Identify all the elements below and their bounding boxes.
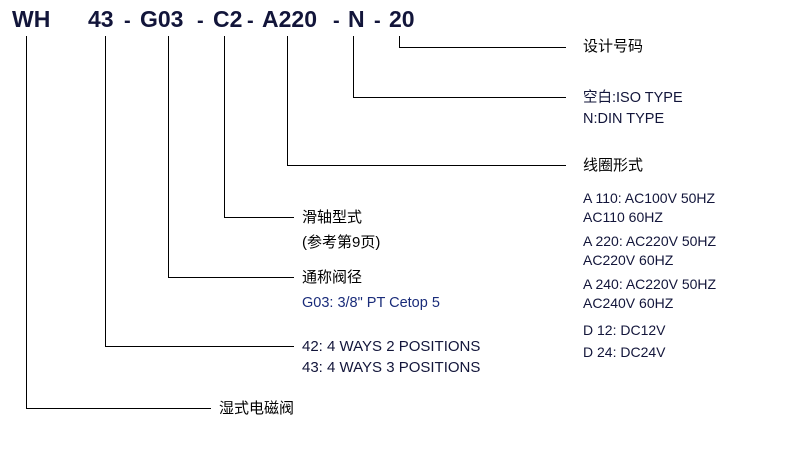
callout-bore-title: 通称阀径 [302, 269, 363, 286]
code-separator-2: - [197, 10, 204, 32]
leader-hline-ways [105, 346, 294, 347]
callout-coil-row-2: A 220: AC220V 50HZ [583, 233, 717, 249]
callout-coil-row-1: AC110 60HZ [583, 209, 663, 225]
leader-hline-coil [287, 165, 566, 166]
callout-coil-row-0: A 110: AC100V 50HZ [583, 190, 716, 206]
callout-design-number: 设计号码 [583, 38, 644, 55]
code-separator-3: - [247, 10, 254, 32]
callout-bore-value: G03: 3/8" PT Cetop 5 [302, 295, 440, 311]
code-part-wh: WH [12, 6, 51, 32]
callout-type-blank-iso: 空白:ISO TYPE [583, 90, 683, 106]
code-part-20: 20 [389, 6, 415, 32]
callout-ways-43: 43: 4 WAYS 3 POSITIONS [302, 359, 481, 376]
callout-coil-row-5: AC240V 60HZ [583, 295, 674, 311]
leader-vline-coil [287, 36, 288, 166]
callout-ways-42: 42: 4 WAYS 2 POSITIONS [302, 338, 481, 355]
leader-vline-spool [224, 36, 225, 218]
callout-valve-type: 湿式电磁阀 [219, 400, 295, 417]
leader-vline-design-number [399, 36, 400, 48]
callout-type-n-din: N:DIN TYPE [583, 111, 665, 127]
code-part-n: N [348, 6, 365, 32]
leader-hline-valve-type [26, 408, 211, 409]
leader-hline-spool [224, 217, 294, 218]
leader-hline-bore [168, 277, 294, 278]
leader-hline-design-number [399, 47, 566, 48]
leader-vline-type [353, 36, 354, 98]
code-part-43: 43 [88, 6, 114, 32]
callout-coil-row-7: D 24: DC24V [583, 344, 666, 360]
leader-vline-valve-type [26, 36, 27, 409]
callout-spool-subtitle: (参考第9页) [302, 234, 381, 251]
callout-coil-title: 线圈形式 [583, 157, 644, 174]
callout-coil-row-6: D 12: DC12V [583, 322, 666, 338]
code-part-a220: A220 [262, 6, 317, 32]
leader-vline-ways [105, 36, 106, 347]
code-separator-1: - [124, 10, 131, 32]
leader-hline-type [353, 97, 566, 98]
callout-spool-title: 滑轴型式 [302, 209, 363, 226]
leader-vline-bore [168, 36, 169, 278]
code-part-g03: G03 [140, 6, 184, 32]
code-separator-4: - [333, 10, 340, 32]
callout-coil-row-3: AC220V 60HZ [583, 252, 674, 268]
code-separator-5: - [374, 10, 381, 32]
callout-coil-row-4: A 240: AC220V 50HZ [583, 276, 717, 292]
code-part-c2: C2 [213, 6, 243, 32]
